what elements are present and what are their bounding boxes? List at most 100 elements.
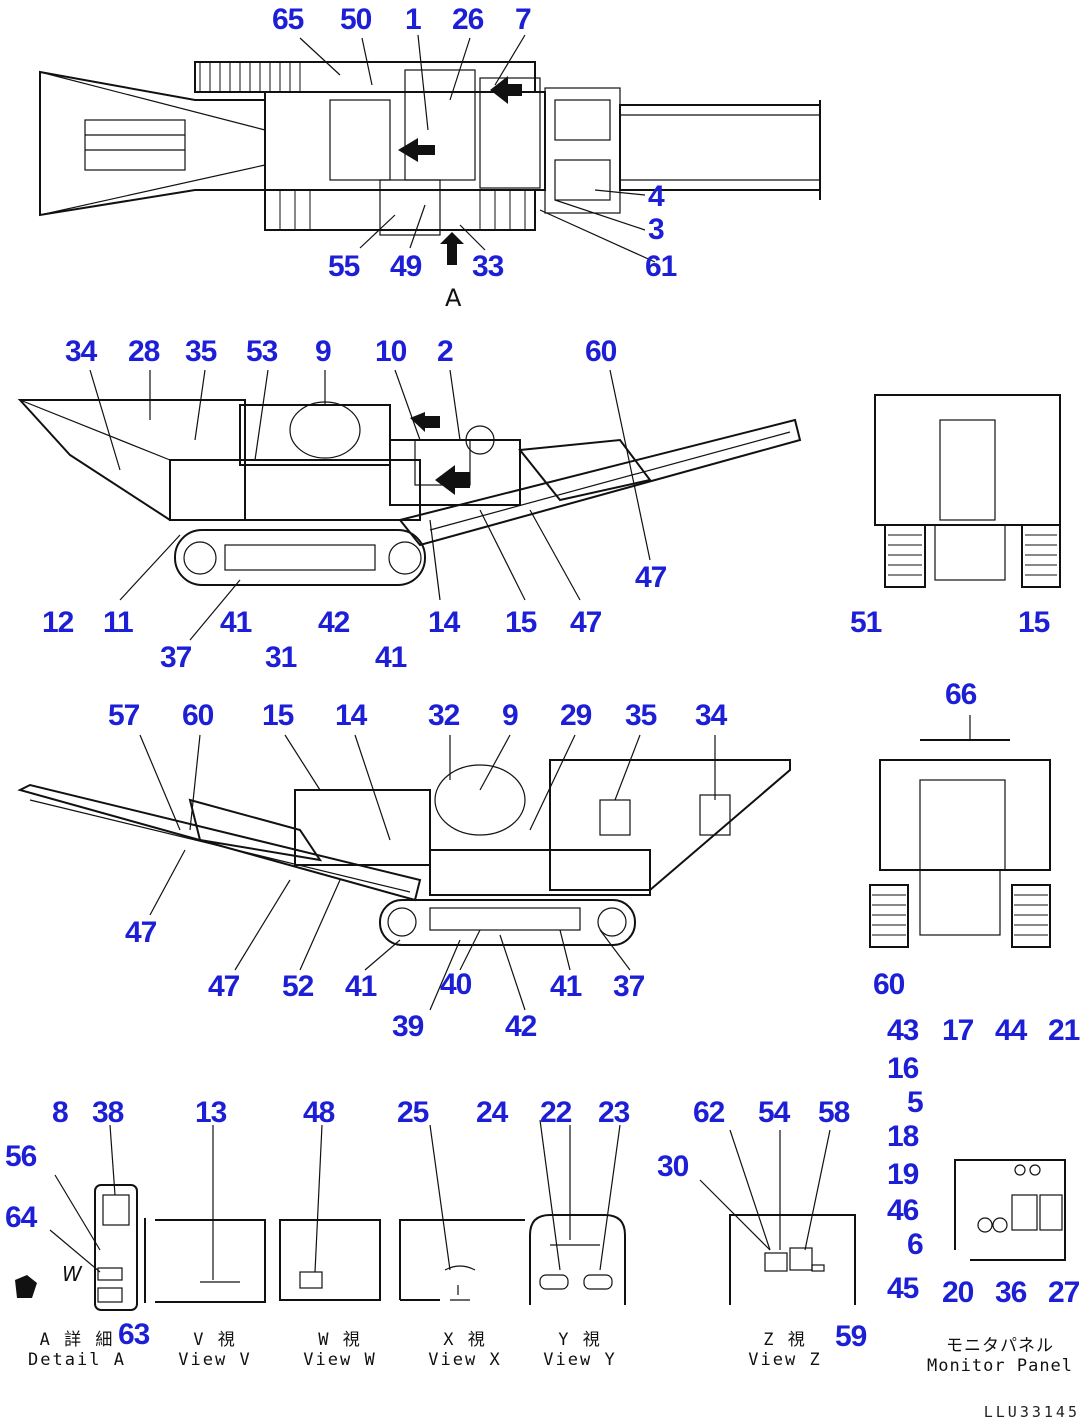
caption-view-z: Z 視 View Z — [730, 1330, 840, 1370]
callout: 46 — [887, 1194, 919, 1227]
callout: 19 — [887, 1158, 919, 1191]
callout: 52 — [282, 970, 314, 1003]
caption-en: Detail A — [28, 1350, 126, 1370]
callout: 36 — [995, 1276, 1027, 1309]
callout: 56 — [5, 1140, 37, 1173]
callout: 49 — [390, 250, 422, 283]
callout: 10 — [375, 335, 407, 368]
callout: 17 — [942, 1014, 974, 1047]
callout: 35 — [185, 335, 217, 368]
callout: 55 — [328, 250, 360, 283]
callout: 6 — [907, 1228, 924, 1261]
caption-en: Monitor Panel — [926, 1356, 1074, 1376]
callout: 60 — [585, 335, 617, 368]
callout: 14 — [428, 606, 460, 639]
caption-jp: A 詳 細 — [39, 1330, 115, 1350]
callout: 54 — [758, 1096, 790, 1129]
callout: 60 — [182, 699, 214, 732]
callout: 51 — [850, 606, 882, 639]
callout: 7 — [515, 3, 532, 36]
callout: 21 — [1048, 1014, 1080, 1047]
caption-jp: X 視 — [443, 1330, 487, 1350]
callout: 47 — [635, 561, 667, 594]
callout: 39 — [392, 1010, 424, 1043]
callout: 48 — [303, 1096, 335, 1129]
view-w-marker: W — [62, 1262, 82, 1286]
callout: 25 — [397, 1096, 429, 1129]
callout: 63 — [118, 1318, 150, 1351]
callout: 2 — [437, 335, 454, 368]
rear-view — [869, 715, 1051, 948]
caption-view-v: V 視 View V — [160, 1330, 270, 1370]
callout: 41 — [345, 970, 377, 1003]
callout: 58 — [818, 1096, 850, 1129]
caption-en: View Y — [543, 1350, 617, 1370]
callout: 47 — [125, 916, 157, 949]
callout: 33 — [472, 250, 504, 283]
caption-en: View W — [303, 1350, 377, 1370]
side-view-left — [17, 369, 802, 641]
callout: 16 — [887, 1052, 919, 1085]
callout: 9 — [315, 335, 332, 368]
callout: 15 — [505, 606, 537, 639]
callout: 37 — [613, 970, 645, 1003]
caption-detail-a: A 詳 細 Detail A — [22, 1330, 132, 1370]
callout: 53 — [246, 335, 278, 368]
caption-jp: モニタパネル — [946, 1336, 1054, 1356]
caption-view-y: Y 視 View Y — [525, 1330, 635, 1370]
detail-views — [15, 1119, 1066, 1311]
callout: 5 — [907, 1086, 924, 1119]
callout: 8 — [52, 1096, 69, 1129]
callout: 22 — [540, 1096, 572, 1129]
callout: 9 — [502, 699, 519, 732]
callout: 35 — [625, 699, 657, 732]
callout: 43 — [887, 1014, 919, 1047]
caption-en: View X — [428, 1350, 502, 1370]
callout: 15 — [1018, 606, 1050, 639]
callout: 42 — [318, 606, 350, 639]
callout: 50 — [340, 3, 372, 36]
caption-en: View Z — [748, 1350, 822, 1370]
callout: 59 — [835, 1320, 867, 1353]
callout: 13 — [195, 1096, 227, 1129]
callout: 42 — [505, 1010, 537, 1043]
caption-view-x: X 視 View X — [410, 1330, 520, 1370]
callout: 61 — [645, 250, 677, 283]
callout: 29 — [560, 699, 592, 732]
callout: 38 — [92, 1096, 124, 1129]
callout: 44 — [995, 1014, 1027, 1047]
callout: 31 — [265, 641, 297, 674]
callout: 26 — [452, 3, 484, 36]
callout: 41 — [550, 970, 582, 1003]
callout: 20 — [942, 1276, 974, 1309]
callout: 41 — [220, 606, 252, 639]
callout: 12 — [42, 606, 74, 639]
side-view-right — [17, 734, 791, 1011]
callout: 27 — [1048, 1276, 1080, 1309]
front-view — [874, 394, 1061, 588]
drawing-code: LLU33145 — [983, 1403, 1080, 1421]
callout: 28 — [128, 335, 160, 368]
callout: 41 — [375, 641, 407, 674]
caption-jp: Z 視 — [763, 1330, 807, 1350]
callout: 11 — [103, 606, 134, 639]
callout: 37 — [160, 641, 192, 674]
callout: 23 — [598, 1096, 630, 1129]
callout: 47 — [208, 970, 240, 1003]
caption-jp: Y 視 — [558, 1330, 602, 1350]
callout: 34 — [65, 335, 97, 368]
callout: 18 — [887, 1120, 919, 1153]
caption-jp: W 視 — [318, 1330, 362, 1350]
callout: 62 — [693, 1096, 725, 1129]
callout: 4 — [648, 180, 665, 213]
callout: 34 — [695, 699, 727, 732]
caption-jp: V 視 — [193, 1330, 237, 1350]
callout: 57 — [108, 699, 140, 732]
caption-en: View V — [178, 1350, 252, 1370]
top-view — [39, 34, 821, 265]
caption-view-w: W 視 View W — [285, 1330, 395, 1370]
callout: 14 — [335, 699, 367, 732]
callout: 30 — [657, 1150, 689, 1183]
